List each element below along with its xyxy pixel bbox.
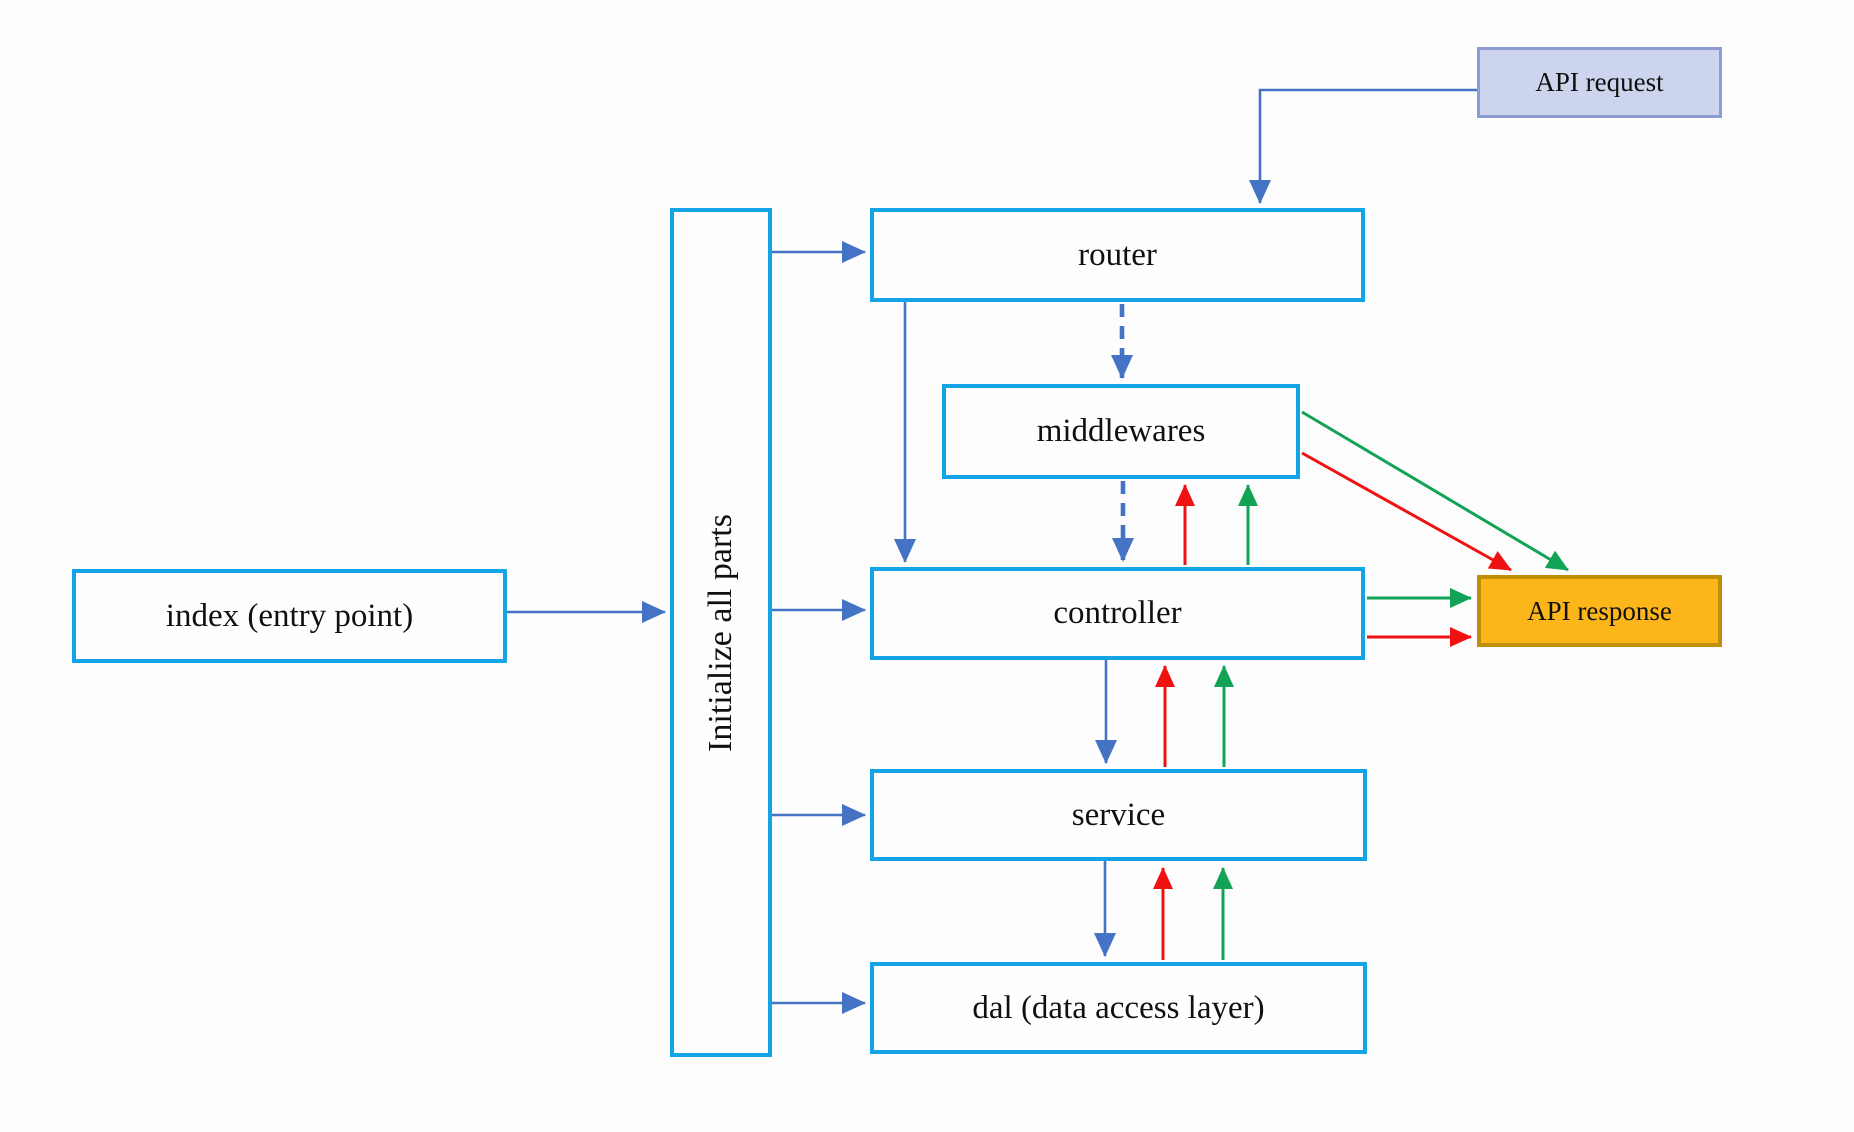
initialize-label: Initialize all parts — [702, 513, 739, 752]
dal-label: dal (data access layer) — [972, 989, 1265, 1026]
node-api-response: API response — [1477, 575, 1722, 647]
node-dal: dal (data access layer) — [870, 962, 1367, 1054]
node-api-request: API request — [1477, 47, 1722, 118]
edge-api-request-to-router — [1249, 88, 1477, 204]
service-label: service — [1071, 796, 1166, 833]
api-response-label: API response — [1527, 595, 1672, 626]
node-middlewares: middlewares — [942, 384, 1300, 479]
middlewares-label: middlewares — [1036, 413, 1206, 449]
node-router: router — [870, 208, 1365, 302]
router-label: router — [1078, 236, 1157, 273]
node-service: service — [870, 769, 1367, 861]
controller-label: controller — [1053, 595, 1182, 631]
edge-middlewares-to-api-response-red — [1301, 451, 1512, 572]
node-controller: controller — [870, 567, 1365, 660]
api-request-label: API request — [1535, 67, 1664, 97]
node-index-entry-point: index (entry point) — [72, 569, 507, 663]
edge-middlewares-to-api-response-green — [1301, 410, 1569, 572]
node-initialize-all-parts: Initialize all parts — [670, 208, 772, 1057]
index-label: index (entry point) — [165, 597, 414, 634]
